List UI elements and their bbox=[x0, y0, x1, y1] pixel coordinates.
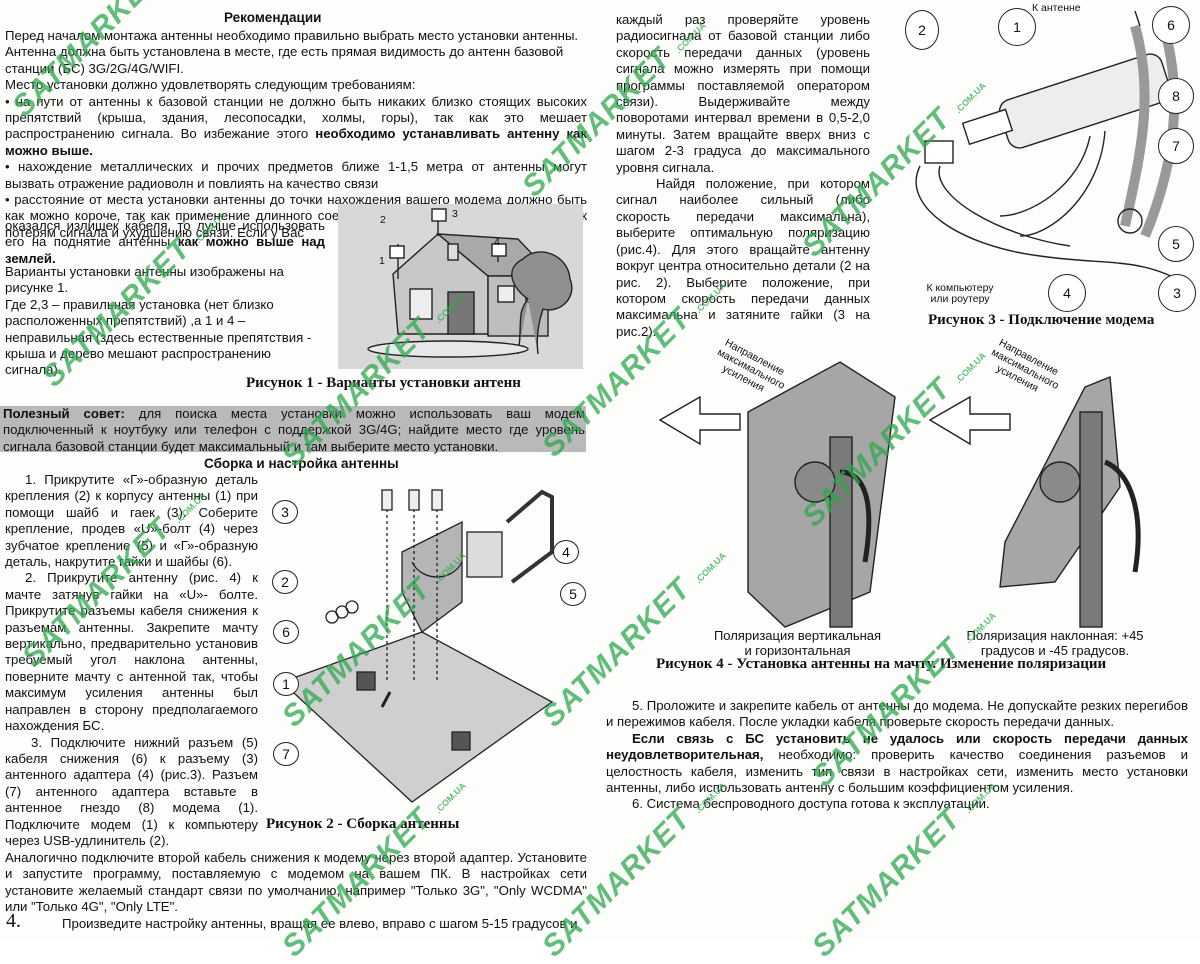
fig3-callout: 6 bbox=[1152, 6, 1190, 44]
fig1-label: 1 bbox=[379, 255, 385, 267]
figure-1-caption: Рисунок 1 - Варианты установки антенн bbox=[246, 375, 521, 391]
fig1-label: 3 bbox=[452, 208, 458, 220]
to-antenna-label: К антенне bbox=[1032, 2, 1081, 14]
fig2-callout: 3 bbox=[272, 500, 298, 524]
right-page: каждый раз проверяйте уровень радиосигна… bbox=[600, 0, 1200, 940]
polarization-vertical-label: Поляризация вертикальная и горизонтальна… bbox=[713, 628, 882, 658]
fig3-callout: 7 bbox=[1158, 128, 1194, 164]
step-3: 3. Подключите нижний разъем (5) кабеля с… bbox=[5, 734, 258, 848]
step-4: Произведите настройку антенны, вращая ее… bbox=[62, 916, 578, 931]
cable-text: оказался излишек кабеля, то лучше исполь… bbox=[5, 218, 325, 266]
fig3-callout: 1 bbox=[998, 8, 1036, 46]
intro-line: Перед началом монтажа антенны необходимо… bbox=[5, 28, 579, 43]
fig2-callout: 2 bbox=[272, 570, 298, 594]
assembly-title: Сборка и настройка антенны bbox=[204, 456, 399, 471]
to-computer-label: К компьютеру или роутеру bbox=[926, 282, 994, 305]
figure-1-house bbox=[338, 204, 583, 369]
intro-line: Место установки должно удовлетворять сле… bbox=[5, 77, 416, 93]
figure-2-assembly bbox=[280, 489, 554, 803]
step-5: 5. Проложите и закрепите кабель от антен… bbox=[606, 698, 1188, 730]
useful-tip-box bbox=[0, 406, 586, 452]
fig2-callout: 5 bbox=[560, 582, 586, 606]
left-page: Рекомендации Перед началом монтажа антен… bbox=[0, 0, 600, 940]
bullet-item: • на пути от антенны к базовой станции н… bbox=[5, 93, 587, 158]
fig2-callout: 1 bbox=[273, 672, 299, 696]
useful-tip-text: Полезный совет: для поиска места установ… bbox=[3, 406, 585, 454]
variants-text: Варианты установки антенны изображены на… bbox=[5, 264, 312, 378]
step-2: 2. Прикрутите антенну (рис. 4) к мачте з… bbox=[5, 570, 258, 734]
step-3-continued: Аналогично подключите второй кабель сниж… bbox=[5, 850, 587, 915]
intro-line: Антенна должна быть установлена в месте,… bbox=[5, 44, 564, 76]
fig2-callout: 7 bbox=[273, 742, 299, 766]
bullet-item: • нахождение металлических и прочих пред… bbox=[5, 159, 587, 191]
assembly-steps: 1. Прикрутите «Г»-образную деталь крепле… bbox=[5, 472, 258, 849]
figure-3-modem bbox=[915, 10, 1191, 287]
page-number: 4. bbox=[6, 910, 21, 932]
step-6: 6. Система беспроводного доступа готова … bbox=[632, 796, 990, 812]
final-steps: 5. Проложите и закрепите кабель от антен… bbox=[606, 698, 1188, 813]
fig2-callout: 4 bbox=[553, 540, 579, 564]
fig3-callout: 4 bbox=[1048, 274, 1086, 312]
step-1: 1. Прикрутите «Г»-образную деталь крепле… bbox=[5, 472, 258, 570]
fig1-label: 4 bbox=[494, 236, 500, 248]
figure-3-caption: Рисунок 3 - Подключение модема bbox=[928, 312, 1155, 328]
figure-4-mast bbox=[658, 361, 1141, 628]
polarization-inclined-label: Поляризация наклонная: +45 градусов и -4… bbox=[966, 628, 1144, 658]
fig3-callout: 3 bbox=[1158, 274, 1196, 312]
fig3-callout: 5 bbox=[1158, 226, 1194, 262]
recommendations-title: Рекомендации bbox=[224, 10, 322, 25]
fig2-callout: 6 bbox=[273, 620, 299, 644]
fig3-callout: 2 bbox=[905, 10, 939, 50]
tuning-text: каждый раз проверяйте уровень радиосигна… bbox=[616, 12, 870, 339]
fig1-label: 2 bbox=[380, 214, 386, 226]
figure-2-caption: Рисунок 2 - Сборка антенны bbox=[266, 816, 460, 832]
troubleshoot-text: Если связь с БС установить не удалось ил… bbox=[606, 730, 1188, 796]
figure-4-caption: Рисунок 4 - Установка антенны на мачту. … bbox=[656, 656, 1107, 672]
fig3-callout: 8 bbox=[1158, 78, 1194, 114]
